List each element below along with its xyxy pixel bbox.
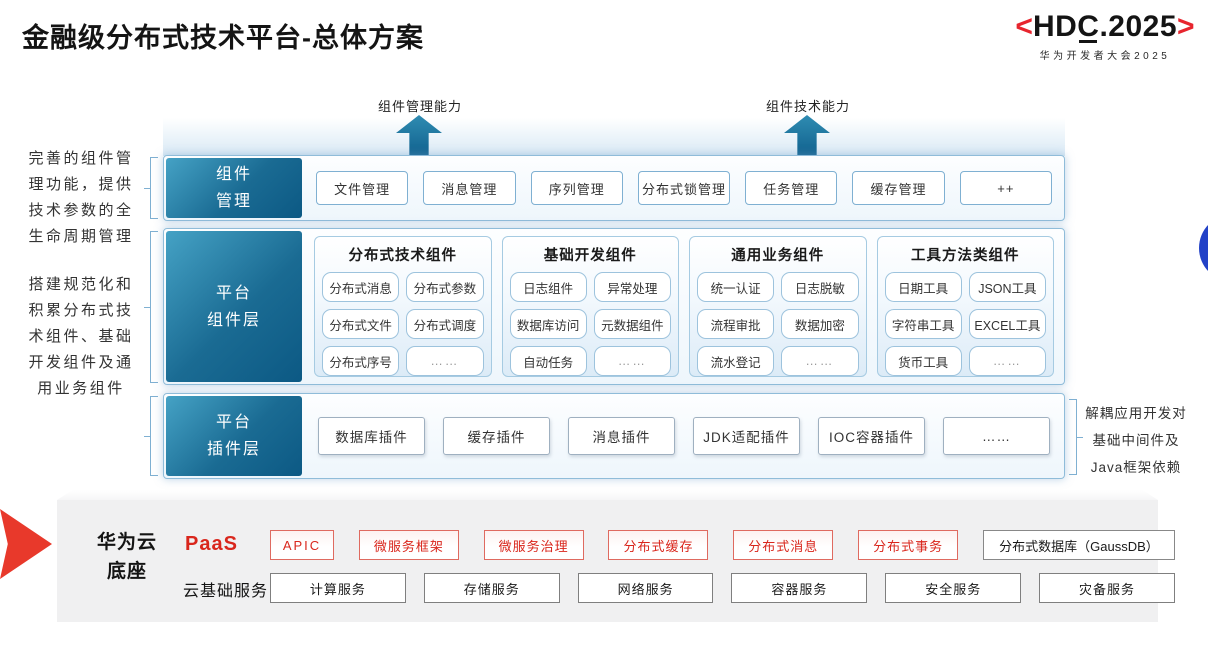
component-box: 分布式锁管理 bbox=[637, 171, 731, 205]
plugin-box: 缓存插件 bbox=[443, 417, 550, 455]
component-box: 日志脱敏 bbox=[781, 272, 859, 302]
layer-component-mgmt: 组件 管理 文件管理 消息管理 序列管理 分布式锁管理 任务管理 缓存管理 ++ bbox=[163, 155, 1065, 221]
group-title: 基础开发组件 bbox=[543, 248, 637, 264]
layer-label-platform-components: 平台 组件层 bbox=[166, 231, 302, 382]
component-box: 分布式参数 bbox=[406, 272, 484, 302]
component-box: 数据库访问 bbox=[509, 309, 587, 339]
group-title: 通用业务组件 bbox=[731, 248, 825, 264]
left-bracket-decoration bbox=[144, 157, 158, 219]
plugin-box: IOC容器插件 bbox=[818, 417, 925, 455]
logo-subtitle: 华为开发者大会2025 bbox=[1039, 51, 1171, 62]
plugin-box: 消息插件 bbox=[568, 417, 675, 455]
left-bracket-decoration bbox=[144, 231, 158, 383]
component-box-more: …… bbox=[968, 346, 1046, 376]
tech-capability-label: 组件技术能力 bbox=[765, 99, 850, 114]
paas-box: 分布式事务 bbox=[858, 530, 959, 560]
note-platform-components: 搭建规范化和积累分布式技术组件、基础开发组件及通用业务组件 bbox=[28, 276, 134, 397]
arrow-glow-band bbox=[163, 118, 1065, 156]
foundation-top-bevel bbox=[57, 490, 1158, 500]
group-title: 工具方法类组件 bbox=[911, 248, 1020, 264]
cloud-service-box: 存储服务 bbox=[423, 573, 560, 603]
component-box-more: …… bbox=[781, 346, 859, 376]
group-basic-dev: 基础开发组件 日志组件 异常处理 数据库访问 元数据组件 自动任务 …… bbox=[501, 236, 679, 377]
logo-right-bracket-icon: > bbox=[1177, 10, 1195, 43]
component-box-plus: ++ bbox=[959, 171, 1052, 205]
component-box-more: …… bbox=[593, 346, 671, 376]
component-box: 日志组件 bbox=[509, 272, 587, 302]
layer-platform-components: 平台 组件层 分布式技术组件 分布式消息 分布式参数 分布式文件 分布式调度 分… bbox=[163, 228, 1065, 385]
component-box: 流水登记 bbox=[697, 346, 775, 376]
component-box: 分布式文件 bbox=[322, 309, 400, 339]
component-box: 自动任务 bbox=[509, 346, 587, 376]
page-title: 金融级分布式技术平台-总体方案 bbox=[22, 23, 424, 53]
plugin-box-more: …… bbox=[943, 417, 1050, 455]
component-box: 缓存管理 bbox=[852, 171, 945, 205]
component-box: 字符串工具 bbox=[884, 309, 962, 339]
cloud-service-box: 灾备服务 bbox=[1039, 573, 1175, 603]
component-box: 分布式调度 bbox=[406, 309, 484, 339]
component-box: 异常处理 bbox=[593, 272, 671, 302]
gaussdb-box: 分布式数据库（GaussDB） bbox=[982, 530, 1175, 560]
component-box: JSON工具 bbox=[968, 272, 1046, 302]
paas-row: APIC 微服务框架 微服务治理 分布式缓存 分布式消息 分布式事务 分布式数据… bbox=[270, 530, 1175, 560]
component-box: 分布式消息 bbox=[322, 272, 400, 302]
paas-box: 微服务框架 bbox=[358, 530, 459, 560]
blue-circle-decoration bbox=[1199, 214, 1208, 282]
cloud-services-label: 云基础服务 bbox=[183, 583, 269, 600]
component-box: 元数据组件 bbox=[593, 309, 671, 339]
plugin-box: JDK适配插件 bbox=[693, 417, 800, 455]
component-box: 数据加密 bbox=[781, 309, 859, 339]
component-box-more: …… bbox=[406, 346, 484, 376]
component-box: 统一认证 bbox=[697, 272, 775, 302]
cloud-service-box: 容器服务 bbox=[731, 573, 868, 603]
paas-label: PaaS bbox=[185, 533, 238, 555]
group-common-business: 通用业务组件 统一认证 日志脱敏 流程审批 数据加密 流水登记 …… bbox=[689, 236, 867, 377]
component-box: 货币工具 bbox=[884, 346, 962, 376]
component-box: 序列管理 bbox=[530, 171, 623, 205]
cloud-service-box: 计算服务 bbox=[270, 573, 406, 603]
component-box: 任务管理 bbox=[745, 171, 838, 205]
hdc-logo: <HDC.2025> 华为开发者大会2025 bbox=[1006, 10, 1204, 62]
component-box: 分布式序号 bbox=[322, 346, 400, 376]
group-distributed-tech: 分布式技术组件 分布式消息 分布式参数 分布式文件 分布式调度 分布式序号 …… bbox=[314, 236, 492, 377]
paas-box: 微服务治理 bbox=[483, 530, 584, 560]
component-box: 文件管理 bbox=[316, 171, 409, 205]
paas-box: 分布式消息 bbox=[733, 530, 834, 560]
cloud-service-box: 安全服务 bbox=[885, 573, 1022, 603]
layer-label-component-mgmt: 组件 管理 bbox=[166, 158, 302, 218]
component-box: 消息管理 bbox=[423, 171, 516, 205]
layer-plugin: 平台 插件层 数据库插件 缓存插件 消息插件 JDK适配插件 IOC容器插件 …… bbox=[163, 393, 1065, 479]
component-box: 流程审批 bbox=[697, 309, 775, 339]
red-arrow-icon bbox=[0, 509, 52, 579]
paas-box: 分布式缓存 bbox=[608, 530, 709, 560]
foundation-title: 华为云 底座 bbox=[96, 532, 157, 582]
plugin-box: 数据库插件 bbox=[318, 417, 425, 455]
hdc-logo-text: <HDC.2025> bbox=[1015, 10, 1195, 43]
note-component-mgmt: 完善的组件管理功能，提供技术参数的全生命周期管理 bbox=[28, 150, 134, 245]
cloud-service-box: 网络服务 bbox=[577, 573, 714, 603]
component-box: 日期工具 bbox=[884, 272, 962, 302]
left-bracket-decoration bbox=[144, 396, 158, 476]
right-bracket-decoration bbox=[1069, 399, 1083, 475]
layer-label-plugin: 平台 插件层 bbox=[166, 396, 302, 476]
component-box: EXCEL工具 bbox=[968, 309, 1046, 339]
mgmt-capability-label: 组件管理能力 bbox=[377, 99, 462, 114]
paas-box: APIC bbox=[270, 530, 334, 560]
cloud-services-row: 计算服务 存储服务 网络服务 容器服务 安全服务 灾备服务 bbox=[270, 573, 1175, 603]
huawei-cloud-foundation: 华为云 底座 PaaS APIC 微服务框架 微服务治理 分布式缓存 分布式消息… bbox=[57, 500, 1175, 622]
group-tool-methods: 工具方法类组件 日期工具 JSON工具 字符串工具 EXCEL工具 货币工具 …… bbox=[876, 236, 1054, 377]
group-title: 分布式技术组件 bbox=[348, 248, 457, 264]
note-plugin-layer: 解耦应用开发对基础中间件及Java框架依赖 bbox=[1085, 406, 1187, 475]
logo-left-bracket-icon: < bbox=[1015, 10, 1033, 43]
